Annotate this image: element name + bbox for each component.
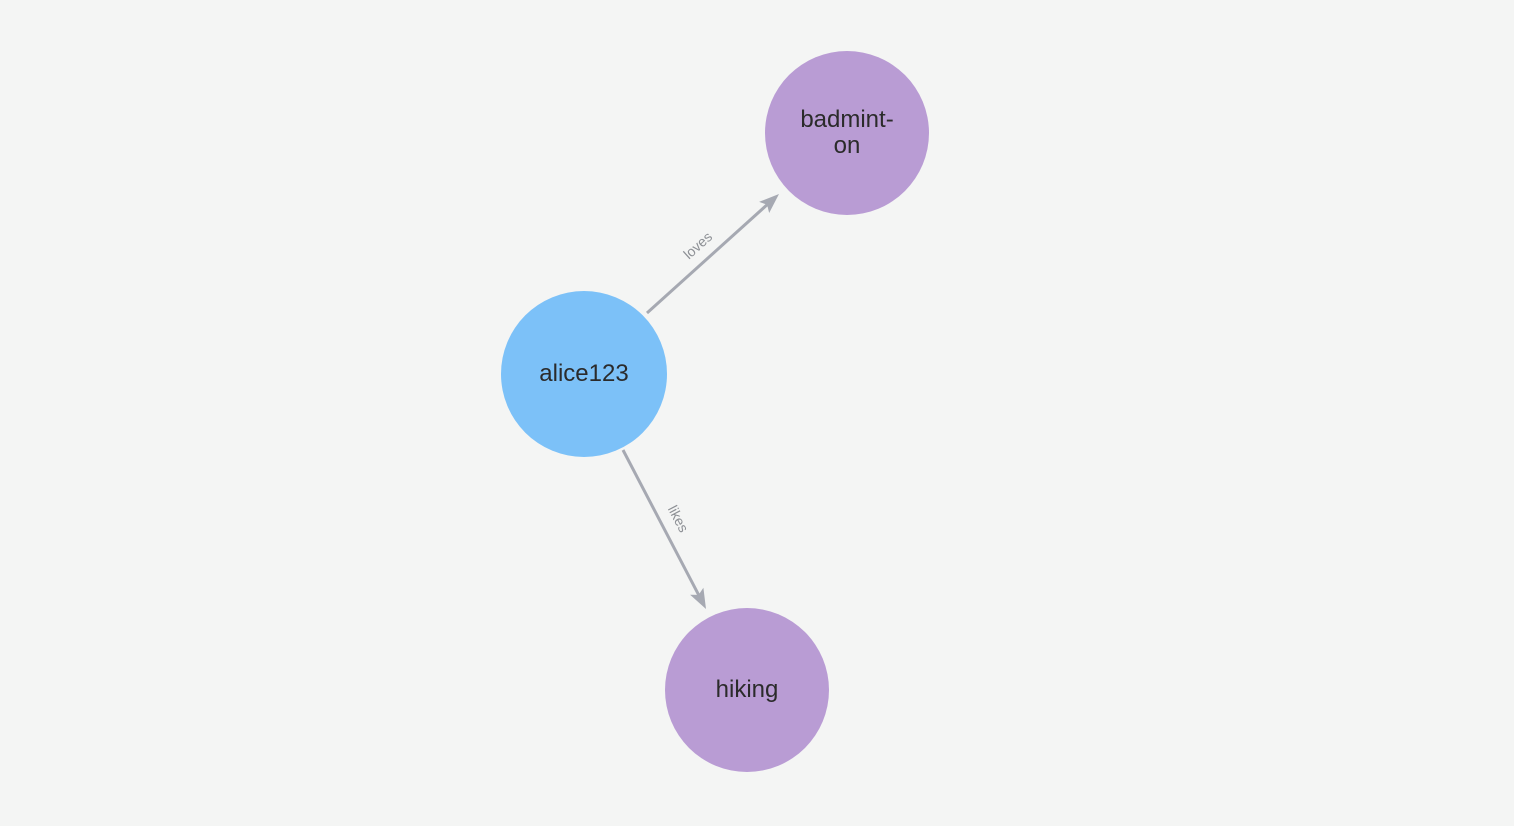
node-badminton-caption: badmint- on xyxy=(800,105,894,159)
node-hiking-caption: hiking xyxy=(715,675,779,703)
edge-loves-line[interactable] xyxy=(645,202,770,315)
edge-likes-arrowhead-icon xyxy=(690,587,706,609)
node-badminton[interactable]: badmint- on xyxy=(765,51,929,215)
node-alice123-caption: alice123 xyxy=(539,359,629,387)
edge-likes-label[interactable]: likes xyxy=(665,503,692,535)
node-hiking[interactable]: hiking xyxy=(665,608,829,772)
edge-loves-arrowhead-icon xyxy=(759,194,779,213)
node-alice123[interactable]: alice123 xyxy=(501,291,667,457)
edge-likes-line[interactable] xyxy=(621,449,701,598)
